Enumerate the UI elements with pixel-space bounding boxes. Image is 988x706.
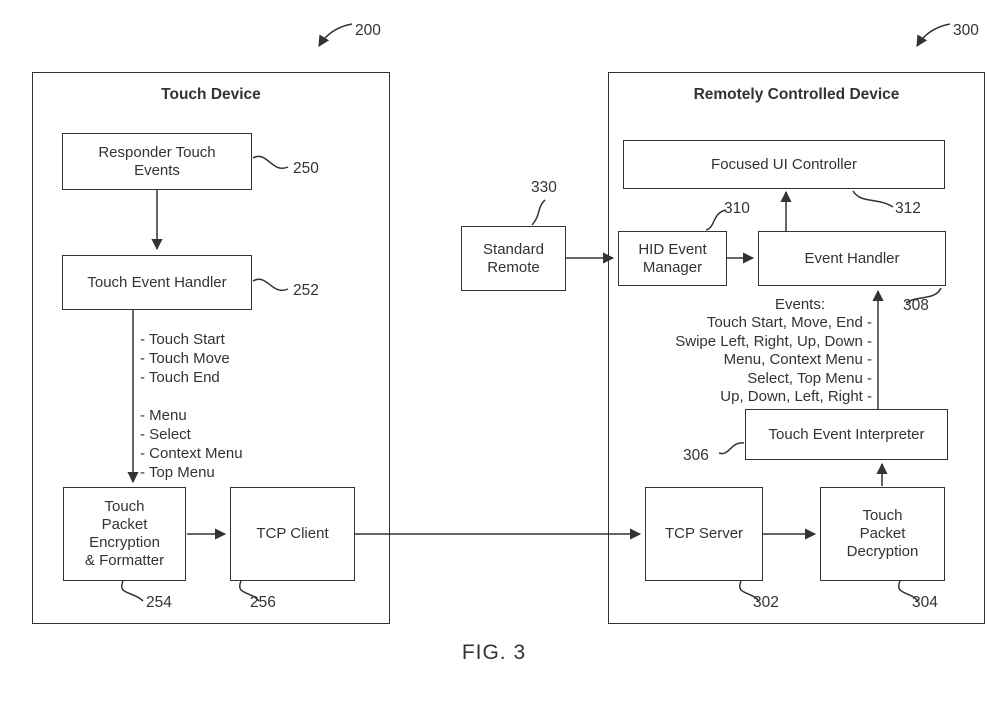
ref-label-250: 250 — [293, 160, 319, 177]
remote-device-group-box — [608, 72, 985, 624]
ref-label-252: 252 — [293, 282, 319, 299]
ref-label-308: 308 — [903, 297, 929, 314]
touch-event-list: - Touch Start - Touch Move - Touch End -… — [140, 331, 243, 481]
ref-label-312: 312 — [895, 200, 921, 217]
ref-label-254: 254 — [146, 594, 172, 611]
touch-device-title: Touch Device — [161, 86, 261, 103]
figure-caption: FIG. 3 — [461, 641, 527, 664]
touch-packet-decryption-label: Touch Packet Decryption — [846, 507, 919, 560]
ref-label-306: 306 — [683, 447, 709, 464]
remote-device-title: Remotely Controlled Device — [693, 86, 900, 103]
events-tick-labels: Touch Start, Move, End - Swipe Left, Rig… — [675, 314, 872, 405]
standard-remote-label: Standard Remote — [483, 240, 544, 276]
tcp-server-label: TCP Server — [664, 525, 744, 542]
box-focused-ui-controller: Focused UI Controller — [623, 140, 945, 189]
box-tcp-server: TCP Server — [645, 487, 763, 581]
touch-event-handler-label: Touch Event Handler — [87, 273, 227, 291]
touch-device-group-box — [32, 72, 390, 624]
ref-connector-330 — [531, 199, 546, 226]
tcp-client-label: TCP Client — [256, 525, 329, 542]
box-hid-event-manager: HID Event Manager — [618, 231, 727, 286]
box-touch-packet-encryption: Touch Packet Encryption & Formatter — [63, 487, 186, 581]
box-standard-remote: Standard Remote — [461, 226, 566, 291]
ref-label-330: 330 — [531, 179, 557, 196]
touch-event-interpreter-label: Touch Event Interpreter — [768, 425, 925, 443]
box-touch-packet-decryption: Touch Packet Decryption — [820, 487, 945, 581]
box-touch-event-handler: Touch Event Handler — [62, 255, 252, 310]
ref-label-310: 310 — [724, 200, 750, 217]
ref-label-200: 200 — [355, 22, 381, 39]
hid-event-manager-label: HID Event Manager — [638, 240, 707, 276]
ref-arrow-300 — [916, 23, 951, 47]
ref-label-256: 256 — [250, 594, 276, 611]
box-responder-touch-events: Responder Touch Events — [62, 133, 252, 190]
events-title: Events: — [774, 296, 826, 313]
focused-ui-controller-label: Focused UI Controller — [711, 155, 857, 173]
touch-packet-encryption-label: Touch Packet Encryption & Formatter — [84, 498, 165, 569]
responder-touch-events-label: Responder Touch Events — [98, 143, 216, 179]
event-handler-label: Event Handler — [804, 249, 900, 267]
box-tcp-client: TCP Client — [230, 487, 355, 581]
box-touch-event-interpreter: Touch Event Interpreter — [745, 409, 948, 460]
ref-arrow-200 — [318, 23, 353, 47]
ref-label-304: 304 — [912, 594, 938, 611]
ref-label-302: 302 — [753, 594, 779, 611]
ref-label-300: 300 — [953, 22, 979, 39]
box-event-handler: Event Handler — [758, 231, 946, 286]
